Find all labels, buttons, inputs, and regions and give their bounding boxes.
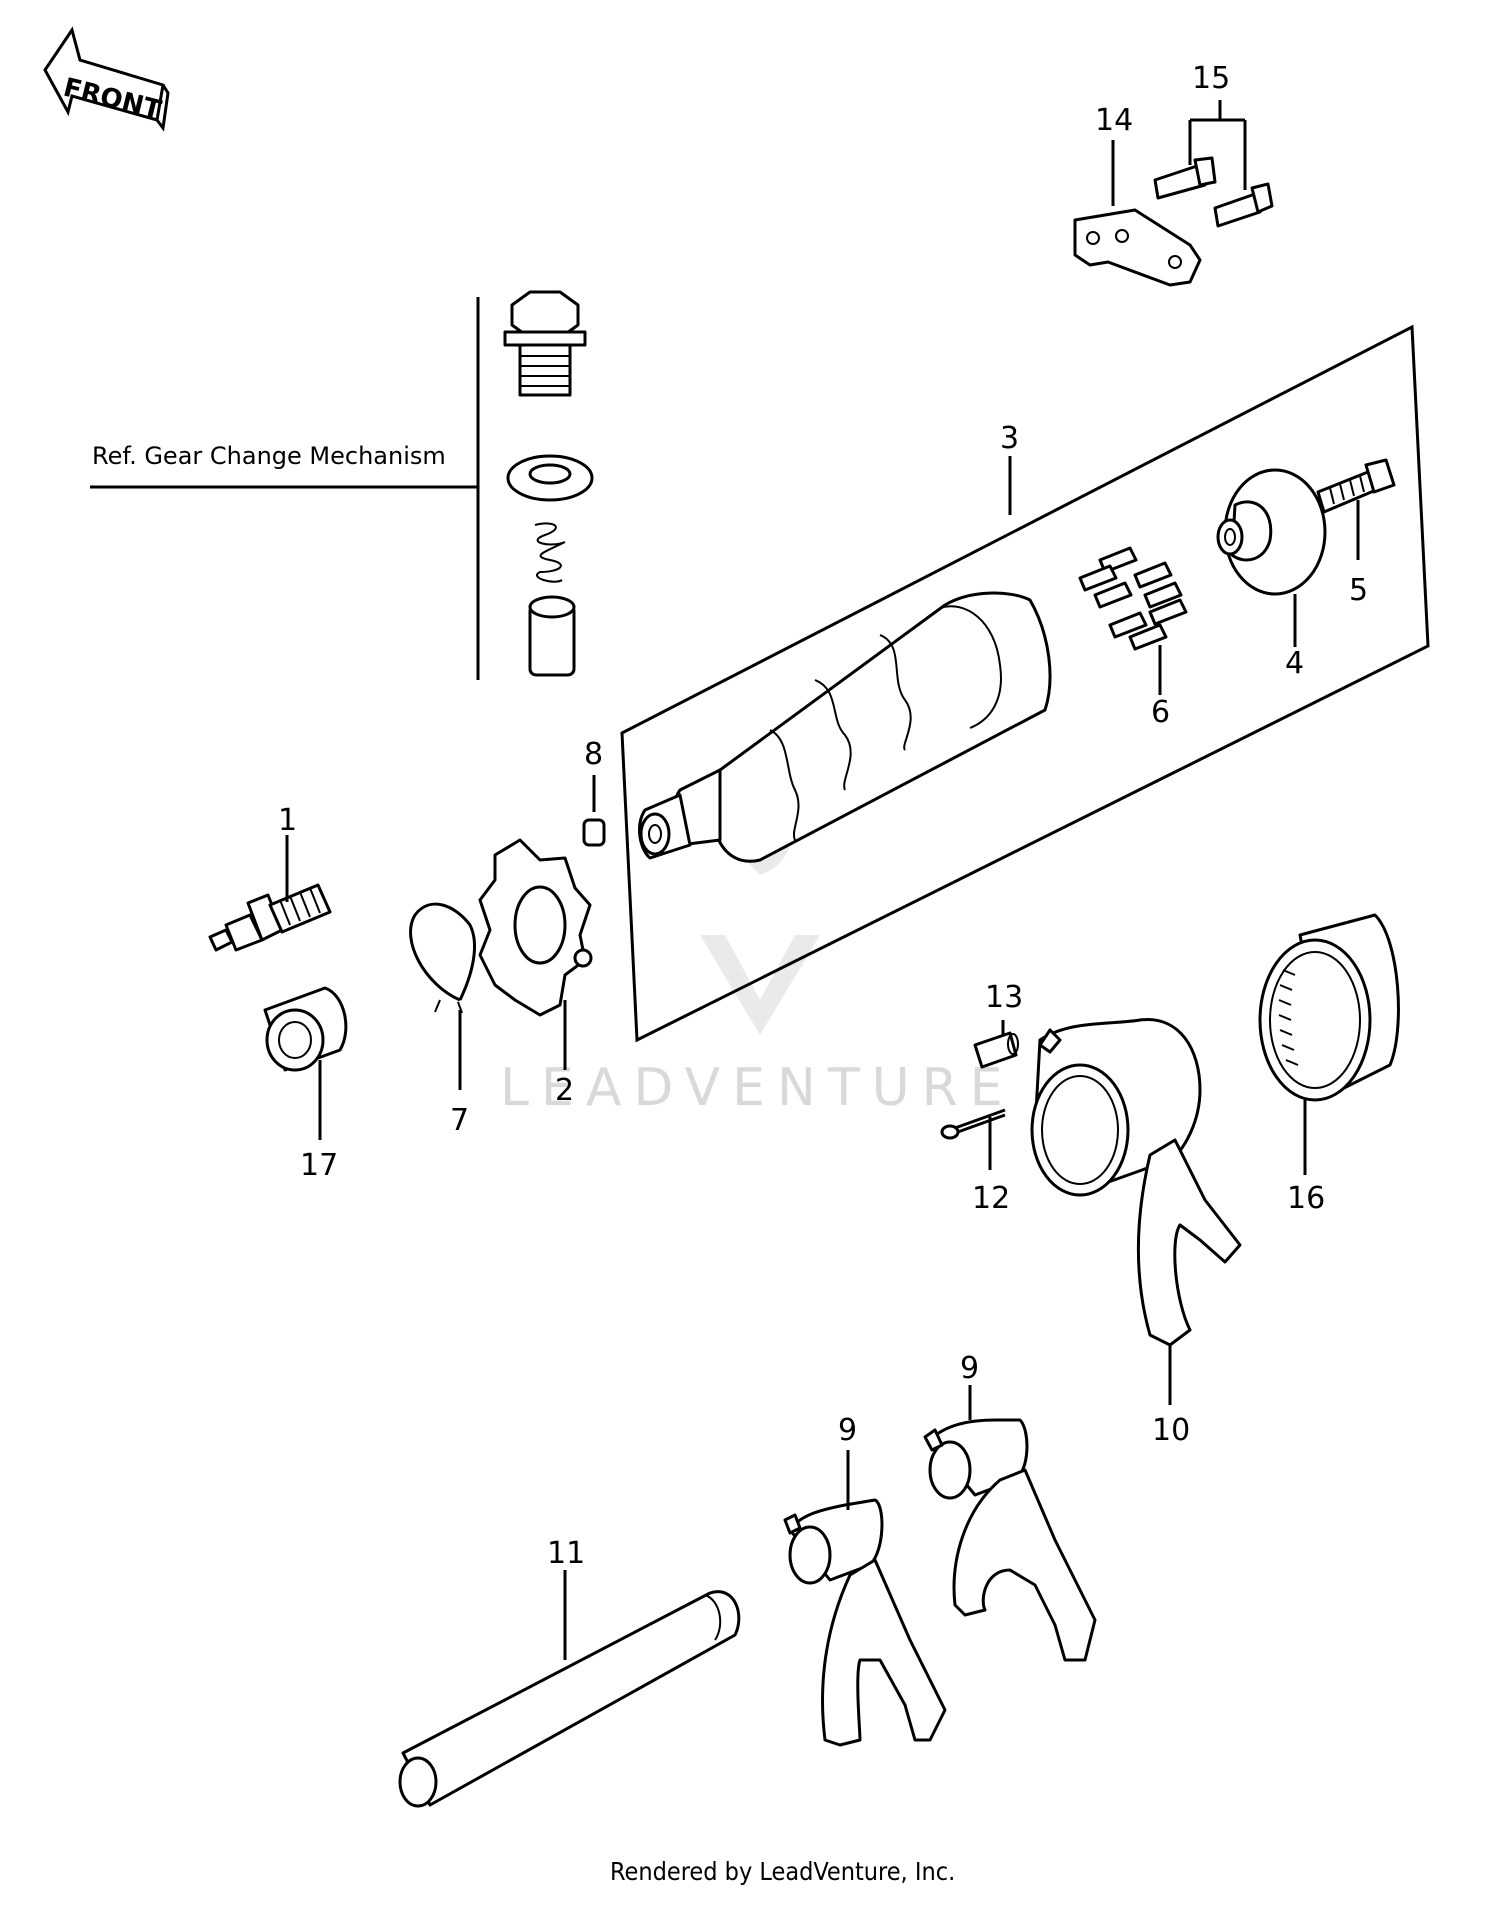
part-15-screws: [1153, 156, 1274, 228]
callout-11: 11: [547, 1536, 585, 1571]
part-2-star-plate: [478, 838, 593, 1017]
part-11-shaft: [398, 1590, 741, 1808]
part-13-pin: [973, 1031, 1019, 1069]
part-9-fork-right: [923, 1418, 1097, 1662]
spring: [534, 522, 566, 583]
part-7-circlip: [409, 902, 477, 1014]
part-9-fork-left: [783, 1498, 947, 1747]
part-5-screw: [1316, 458, 1396, 514]
callout-15: 15: [1192, 61, 1230, 96]
part-16-bearing: [1258, 913, 1400, 1102]
part-14-plate: [1073, 208, 1202, 287]
part-8-pin: [582, 818, 606, 847]
callout-12: 12: [972, 1181, 1010, 1216]
callouts: 3 4 5 6 8 1 17 7 2 14 15 13 12 16 10 11 …: [278, 61, 1368, 1571]
callout-9-left: 9: [838, 1413, 857, 1448]
footer-credit: Rendered by LeadVenture, Inc.: [610, 1857, 955, 1886]
callout-14: 14: [1095, 103, 1133, 138]
front-arrow: FRONT: [43, 26, 170, 132]
callout-13: 13: [985, 980, 1023, 1015]
callout-1: 1: [278, 803, 297, 838]
reference-group: Ref. Gear Change Mechanism: [90, 290, 594, 680]
callout-8: 8: [584, 737, 603, 772]
part-12-cotter-pin: [940, 1108, 1006, 1140]
callout-2: 2: [555, 1073, 574, 1108]
callout-9-right: 9: [960, 1351, 979, 1386]
drain-bolt: [503, 290, 587, 397]
part-4-cam-plate: [1216, 468, 1327, 596]
callout-7: 7: [450, 1103, 469, 1138]
part-6-pins: [1078, 546, 1188, 651]
callout-3: 3: [1000, 421, 1019, 456]
watermark-text: LEADVENTURE: [500, 1058, 1015, 1118]
callout-16: 16: [1287, 1181, 1325, 1216]
callout-6: 6: [1151, 695, 1170, 730]
shift-drum: [638, 591, 1052, 863]
drum-panel: [620, 324, 1430, 1043]
pin: [528, 595, 576, 677]
washer: [506, 454, 594, 502]
callout-4: 4: [1285, 646, 1304, 681]
callout-5: 5: [1349, 573, 1368, 608]
callout-17: 17: [300, 1148, 338, 1183]
part-10-fork: [1030, 1018, 1242, 1347]
reference-label: Ref. Gear Change Mechanism: [92, 442, 446, 470]
part-1-switch: [208, 883, 332, 952]
part-17-bearing: [263, 986, 348, 1072]
leader-lines: [285, 100, 1360, 1660]
callout-10: 10: [1152, 1413, 1190, 1448]
